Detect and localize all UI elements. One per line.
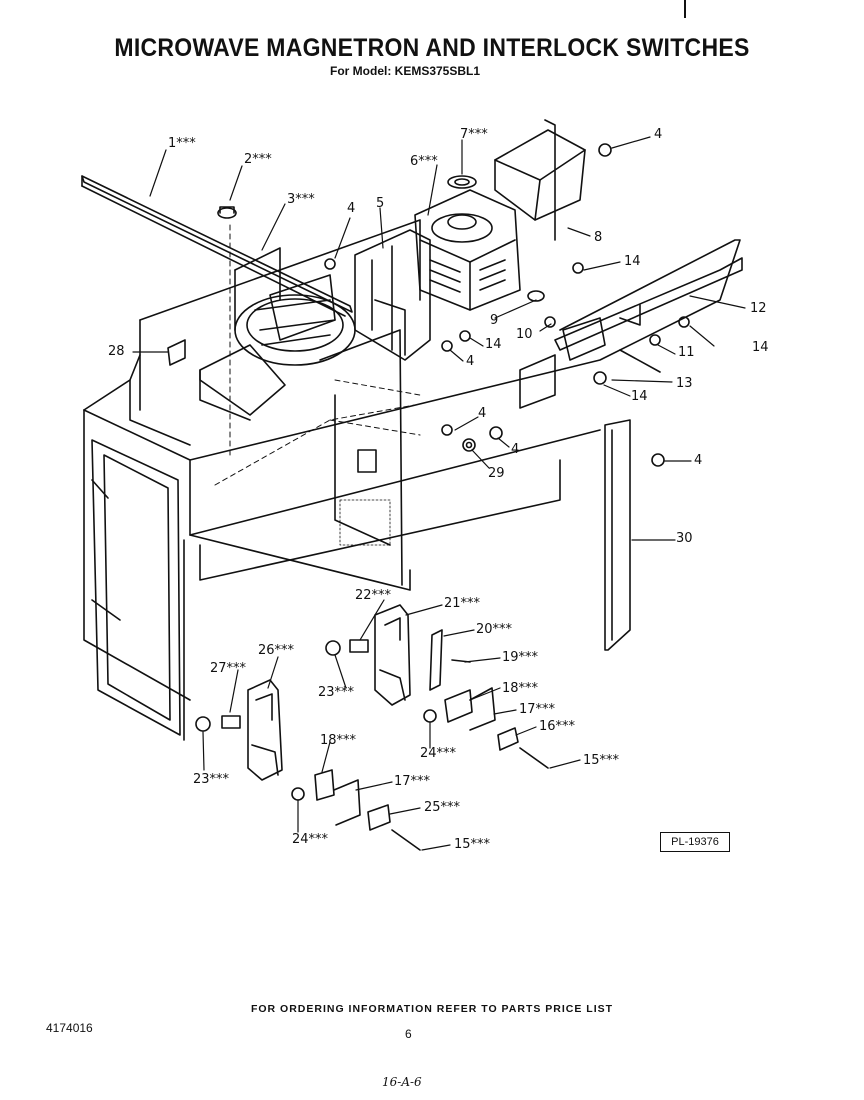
magnetron-bracket: [494, 119, 586, 241]
callout-17-lower: 17***: [394, 774, 431, 789]
callout-5: 5: [376, 196, 385, 211]
ordering-info-note: FOR ORDERING INFORMATION REFER TO PARTS …: [250, 1003, 614, 1015]
corner-tick-mark: [684, 0, 686, 18]
callout-23-upper: 23***: [318, 685, 355, 700]
callout-9: 9: [490, 313, 499, 328]
callout-29: 29: [488, 466, 505, 481]
handwritten-page-code: 16-A-6: [382, 1075, 422, 1089]
callout-2: 2***: [244, 152, 272, 167]
callout-10: 10: [516, 327, 533, 342]
document-number: 4174016: [46, 1021, 93, 1035]
callout-4-mid: 4: [466, 354, 475, 369]
callout-18-upper: 18***: [502, 681, 539, 696]
callout-14-right: 14: [752, 340, 769, 355]
callout-4: 4: [347, 201, 356, 216]
callout-22: 22***: [355, 588, 392, 603]
top-rail-part: [81, 175, 353, 317]
callout-27: 27***: [210, 661, 247, 676]
cabinet-chassis: [83, 219, 741, 741]
callout-4-center: 4: [478, 406, 487, 421]
callout-24-lower: 24***: [292, 832, 329, 847]
upper-switch-assembly: [444, 687, 549, 769]
callout-6: 6***: [410, 154, 438, 169]
magnetron-gasket: [447, 175, 477, 189]
callout-12: 12: [750, 301, 767, 316]
leader-lines: [132, 136, 746, 851]
callout-14-upper: 14: [624, 254, 641, 269]
callout-21: 21***: [444, 596, 481, 611]
callout-11: 11: [678, 345, 695, 360]
callout-14-mid: 14: [485, 337, 502, 352]
callout-4-center-right: 4: [511, 442, 520, 457]
callout-28: 28: [108, 344, 125, 359]
callout-18-lower: 18***: [320, 733, 357, 748]
right-side-rail: [519, 257, 743, 409]
page-title: MICROWAVE MAGNETRON AND INTERLOCK SWITCH…: [114, 34, 750, 62]
left-bracket: [167, 339, 186, 366]
callout-20: 20***: [476, 622, 513, 637]
screws-and-fasteners: [217, 143, 690, 467]
callout-23-lower: 23***: [193, 772, 230, 787]
callout-17-upper: 17***: [519, 702, 556, 717]
callout-26: 26***: [258, 643, 295, 658]
callout-24-upper: 24***: [420, 746, 457, 761]
callout-14-lower: 14: [631, 389, 648, 404]
magnetron: [414, 189, 521, 311]
callout-16: 16***: [539, 719, 576, 734]
callout-8: 8: [594, 230, 603, 245]
lower-interlock-bracket: [221, 679, 283, 781]
callout-4-right: 4: [694, 453, 703, 468]
model-subtitle: For Model: KEMS375SBL1: [330, 64, 481, 78]
callout-3: 3***: [287, 192, 315, 207]
plate-reference-box: PL-19376: [660, 832, 730, 852]
page-number: 6: [405, 1027, 412, 1041]
callout-4-top: 4: [654, 127, 663, 142]
callout-30: 30: [676, 531, 693, 546]
hidden-lines: [214, 224, 421, 486]
callout-15-upper: 15***: [583, 753, 620, 768]
callout-15-lower: 15***: [454, 837, 491, 852]
upper-interlock-bracket: [349, 604, 411, 706]
callout-25: 25***: [424, 800, 461, 815]
callout-7: 7***: [460, 127, 488, 142]
tall-side-bracket: [604, 419, 631, 651]
callout-13: 13: [676, 376, 693, 391]
blower-fan-assembly: [199, 247, 356, 421]
callout-19: 19***: [502, 650, 539, 665]
switch-actuator: [429, 629, 471, 691]
callout-1: 1***: [168, 136, 196, 151]
